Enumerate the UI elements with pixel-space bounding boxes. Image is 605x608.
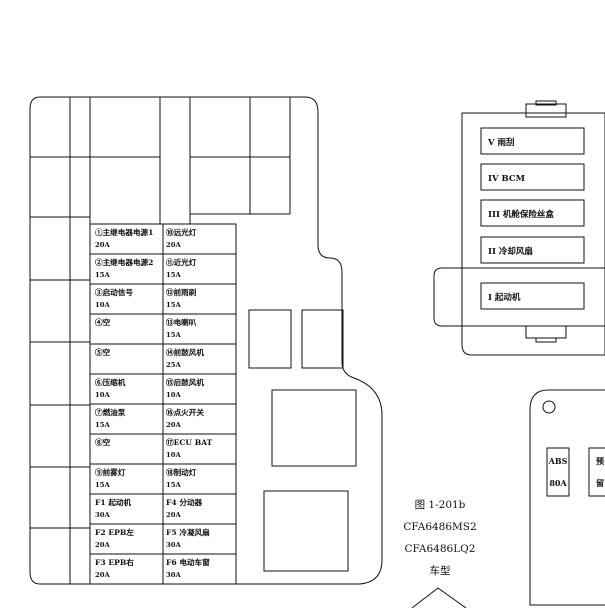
fuse-name: ⑮后鼓风机: [166, 377, 204, 387]
fuse-amperage: 30A: [95, 511, 110, 519]
fuse-name: ⑦燃油泵: [95, 407, 126, 417]
relay-slot: [248, 309, 292, 369]
relay-slot: [480, 236, 585, 264]
fuse-name: ⑤空: [95, 347, 111, 357]
relay-slot: [271, 389, 357, 467]
model-code: CFA6486LQ2: [405, 543, 476, 555]
fuse-amperage: 15A: [166, 481, 181, 489]
small-fuse: [588, 447, 605, 497]
fuse-amperage: 15A: [166, 301, 181, 309]
relay-slot: [480, 282, 585, 310]
fuse-amperage: 10A: [166, 391, 181, 399]
relay-slot: [301, 309, 344, 369]
fuse-name: ⑨前雾灯: [95, 467, 126, 477]
relay-label: IV BCM: [488, 174, 526, 184]
fuse-name: ⑪近光灯: [166, 257, 197, 267]
relay-box-tab: [535, 337, 557, 343]
relay-box-tab: [525, 103, 567, 118]
fuse-name: ⑱制动灯: [166, 467, 197, 477]
relay-box-tab: [525, 325, 567, 339]
fuse-name: ⑩远光灯: [166, 227, 197, 237]
fuse-name: ②主继电器电源2: [95, 257, 153, 267]
vehicle-type-label: 车型: [430, 564, 451, 577]
fuse-amperage: 25A: [166, 361, 181, 369]
fuse-name: ⑥压缩机: [95, 377, 126, 387]
fuse-amperage: 15A: [95, 481, 110, 489]
fuse-amperage: 10A: [166, 451, 181, 459]
small-fuse: [546, 447, 570, 497]
diagram-edge: [411, 587, 467, 608]
fuse-amperage: 20A: [166, 421, 181, 429]
fuse-amperage: 15A: [166, 331, 181, 339]
fuse-name: ⑯点火开关: [166, 407, 204, 417]
fuse-amperage: 20A: [166, 511, 181, 519]
figure-number: 图 1-201b: [415, 499, 466, 511]
fuse-name: F6 电动车窗: [166, 557, 210, 567]
relay-slot: [480, 199, 585, 227]
fuse-name: F3 EPB右: [95, 557, 134, 567]
fuse-amperage: 20A: [95, 541, 110, 549]
relay-box-outline: [461, 112, 605, 356]
relay-label: V 雨刮: [487, 137, 515, 148]
relay-box-tab: [535, 100, 557, 106]
fuse-amperage: 15A: [95, 271, 110, 279]
relay-slot: [263, 490, 349, 572]
fuse-amperage: 10A: [95, 301, 110, 309]
fuse-amperage: 20A: [95, 571, 110, 579]
fuse-amperage: 20A: [166, 241, 181, 249]
fuse-name: F1 起动机: [95, 497, 132, 507]
fuse-box-outline: [29, 96, 383, 585]
fuse-amperage: 10A: [95, 391, 110, 399]
fuse-name: ④空: [95, 317, 111, 327]
fuse-name: ③启动信号: [95, 287, 133, 297]
small-fuse-label: ABS: [548, 456, 568, 466]
small-fuse-box-outline: [529, 389, 605, 606]
small-fuse-label: 80A: [549, 478, 567, 488]
fuse-name: ⑧空: [95, 437, 111, 447]
fuse-name: ⑭前鼓风机: [166, 347, 204, 357]
fuse-amperage: 15A: [166, 271, 181, 279]
fuse-name: ⑫前雨刷: [166, 287, 197, 297]
small-fuse-label: 留: [596, 478, 604, 488]
fuse-name: F2 EPB左: [95, 527, 134, 537]
fuse-amperage: 15A: [95, 421, 110, 429]
relay-slot: [480, 163, 585, 191]
relay-label: II 冷却风扇: [488, 246, 533, 257]
small-fuse-label: 预: [596, 456, 604, 466]
mounting-hole: [542, 400, 556, 414]
fuse-name: ⑬电喇叭: [166, 317, 197, 327]
fuse-name: ⑰ECU BAT: [166, 437, 213, 447]
fuse-name: F4 分动器: [166, 497, 203, 507]
fuse-name: ①主继电器电源1: [95, 227, 153, 237]
model-code: CFA6486MS2: [403, 521, 476, 533]
relay-box-outline: [433, 267, 605, 327]
relay-label: III 机舱保险丝盒: [488, 209, 554, 220]
relay-label: I 起动机: [488, 292, 521, 303]
fuse-amperage: 30A: [166, 541, 181, 549]
fuse-amperage: 20A: [95, 241, 110, 249]
fuse-name: F5 冷凝风扇: [166, 527, 210, 537]
fuse-amperage: 30A: [166, 571, 181, 579]
relay-slot: [480, 127, 585, 155]
